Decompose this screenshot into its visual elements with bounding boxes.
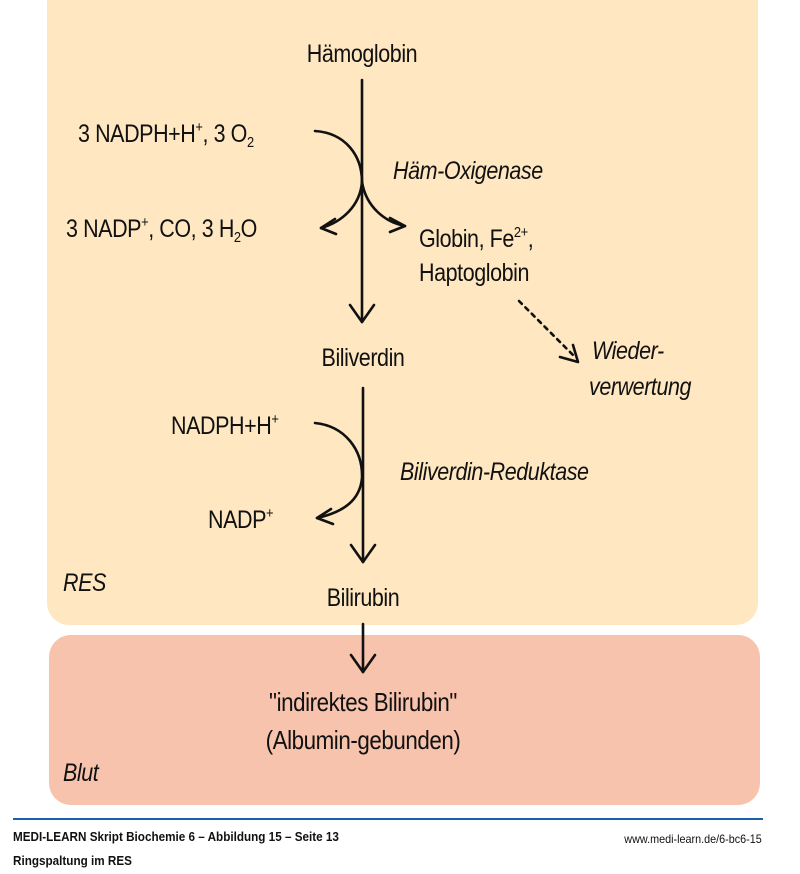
node-haemoglobin: Hämoglobin [306,40,418,68]
superscript: + [195,119,203,136]
enzyme-haem-oxygenase: Häm-Oxigenase [393,157,543,185]
subscript: 2 [233,229,241,246]
step1-coproducts: 3 NADP+, CO, 3 H2O [66,214,258,246]
blood-compartment [49,635,760,805]
node-biliverdin: Biliverdin [321,344,405,372]
globin-fe-text: Globin, Fe [419,225,514,253]
step2-coproduct: NADP+ [208,505,274,534]
compartment-label-res: RES [63,569,106,597]
cosubstrate-oxygen-text: , 3 O [202,120,248,148]
cosubstrate-nadph-text: NADPH+H [171,412,272,440]
enzyme-biliverdin-reductase: Biliverdin-Reduktase [400,458,589,486]
superscript: + [266,505,274,522]
footer-url[interactable]: www.medi-learn.de/6-bc6-15 [624,832,762,846]
arrowhead-side-products [388,216,407,234]
coproduct-curve-step1 [319,180,364,230]
side-product-curve [360,180,407,228]
coproduct-co-water-text: , CO, 3 H [148,215,234,243]
side-products-haptoglobin: Haptoglobin [419,259,530,287]
arrowhead-recycling [558,343,580,364]
footer-caption: MEDI-LEARN Skript Biochemie 6 – Abbildun… [13,829,339,844]
superscript: + [271,411,279,428]
footer-rule [13,818,763,820]
superscript: + [141,214,149,231]
node-albumin-bound: (Albumin-gebunden) [265,725,461,755]
cosubstrate-curve-step2 [313,421,364,520]
subscript: 2 [246,134,254,151]
arrowhead-coproducts-step1 [319,217,338,236]
arrowhead-biliverdin [348,303,376,324]
recycling-label-line1: Wieder- [592,337,664,365]
coproduct-o-text: O [240,215,258,243]
superscript: 2+ [513,224,528,241]
arrowhead-indirect-bilirubin [349,653,377,674]
arrowhead-bilirubin [349,543,377,564]
recycling-arrow [517,299,576,358]
node-indirect-bilirubin: "indirektes Bilirubin" [269,687,457,717]
compartment-label-blut: Blut [63,759,99,787]
step2-cosubstrate: NADPH+H+ [171,411,279,440]
cosubstrate-nadph-text: 3 NADPH+H [78,120,196,148]
step1-cosubstrates: 3 NADPH+H+, 3 O2 [78,119,254,151]
coproduct-nadp-text: NADP [208,506,267,534]
coproduct-nadp-text: 3 NADP [66,215,142,243]
cosubstrate-curve-step1 [313,129,364,184]
footer-subtitle: Ringspaltung im RES [13,853,132,868]
recycling-label-line2: verwertung [589,373,692,401]
side-products-line1: Globin, Fe2+, [419,224,534,253]
node-bilirubin: Bilirubin [326,584,400,612]
arrowhead-coproduct-step2 [315,507,335,526]
comma: , [527,225,534,253]
res-compartment [47,0,758,625]
